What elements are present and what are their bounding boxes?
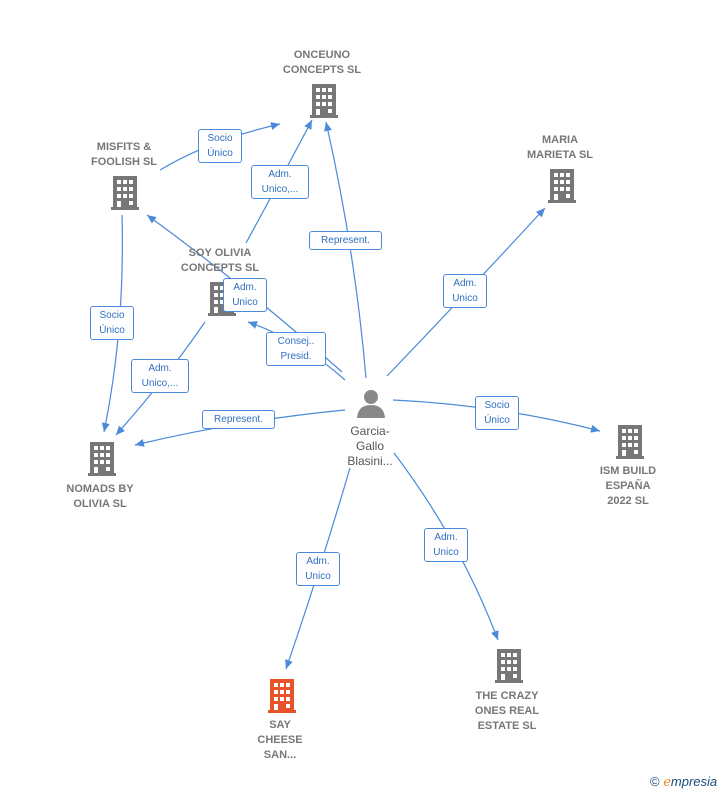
onceuno-line1: ONCEUNO	[293, 49, 351, 61]
edge-label-line: Adm.	[268, 169, 292, 180]
person-line3: Blasini...	[347, 454, 393, 468]
edge-label-person-soy-adm[interactable]: Adm. Unico	[223, 278, 267, 312]
building-icon[interactable]	[548, 169, 576, 203]
empresia-logo[interactable]: © empresia	[650, 774, 717, 790]
node-maria-label[interactable]: MARIA MARIETA SL	[500, 133, 620, 163]
edge-label-line: Adm.	[306, 556, 330, 567]
crazy-line3: ESTATE SL	[477, 720, 537, 732]
node-misfits-label[interactable]: MISFITS & FOOLISH SL	[64, 140, 184, 170]
edge-label-line: Unico,...	[141, 378, 179, 389]
edge-label-line: Adm.	[233, 282, 257, 293]
edge-label-soy-onceuno[interactable]: Adm. Unico,...	[251, 165, 309, 199]
brand-name: mpresia	[670, 774, 718, 789]
node-saycheese-label[interactable]: SAY CHEESE SAN...	[220, 718, 340, 763]
building-icon[interactable]	[88, 442, 116, 476]
edge-label-line: Único	[484, 415, 510, 426]
edge-person-onceuno	[324, 121, 367, 379]
edge-label-line: Consej..	[277, 336, 315, 347]
ism-line1: ISM BUILD	[599, 465, 657, 477]
edge-label-line: Unico	[452, 293, 478, 304]
edge-label-line: Socio	[207, 133, 233, 144]
edge-label-line: Socio	[484, 400, 510, 411]
building-icon[interactable]	[616, 425, 644, 459]
edge-label-line: Unico	[305, 571, 331, 582]
edge-label-line: Único	[207, 148, 233, 159]
edge-label-person-maria[interactable]: Adm. Unico	[443, 274, 487, 308]
onceuno-line2: CONCEPTS SL	[282, 64, 362, 76]
edge-label-line: Represent.	[214, 414, 263, 425]
edge-label-person-onceuno[interactable]: Represent.	[309, 231, 382, 250]
edge-label-person-saycheese[interactable]: Adm. Unico	[296, 552, 340, 586]
maria-line2: MARIETA SL	[527, 149, 593, 161]
person-line1: Garcia-	[350, 424, 390, 438]
maria-line1: MARIA	[541, 134, 579, 146]
edge-label-line: Unico	[232, 297, 258, 308]
building-icon[interactable]	[495, 649, 523, 683]
edge-label-line: Adm.	[148, 363, 172, 374]
saycheese-line1: SAY	[269, 719, 291, 731]
soyolivia-line2: CONCEPTS SL	[180, 262, 260, 274]
crazy-line2: ONES REAL	[474, 705, 540, 717]
edge-label-person-soy-consej[interactable]: Consej.. Presid.	[266, 332, 326, 366]
saycheese-line3: SAN...	[263, 749, 297, 761]
edge-label-line: Socio	[99, 310, 125, 321]
building-icon[interactable]	[310, 84, 338, 118]
brand-initial: e	[663, 775, 671, 790]
node-person-label[interactable]: Garcia- Gallo Blasini...	[310, 424, 430, 469]
misfits-line1: MISFITS &	[96, 141, 152, 153]
edge-label-line: Represent.	[321, 235, 370, 246]
edge-label-person-nomads[interactable]: Represent.	[202, 410, 275, 429]
edge-label-line: Unico	[433, 547, 459, 558]
person-line2: Gallo	[355, 439, 384, 453]
building-icon[interactable]	[111, 176, 139, 210]
saycheese-line2: CHEESE	[257, 734, 303, 746]
node-nomads-label[interactable]: NOMADS BY OLIVIA SL	[40, 482, 160, 512]
node-crazy-label[interactable]: THE CRAZY ONES REAL ESTATE SL	[447, 689, 567, 734]
edge-label-line: Único	[99, 325, 125, 336]
edge-label-person-ism[interactable]: Socio Único	[475, 396, 519, 430]
misfits-line2: FOOLISH SL	[91, 156, 157, 168]
edge-label-line: Unico,...	[261, 184, 299, 195]
edge-label-line: Presid.	[280, 351, 312, 362]
copyright-icon: ©	[650, 774, 660, 789]
node-ism-label[interactable]: ISM BUILD ESPAÑA 2022 SL	[568, 464, 688, 509]
edge-label-line: Adm.	[434, 532, 458, 543]
edge-label-line: Adm.	[453, 278, 477, 289]
crazy-line1: THE CRAZY	[475, 690, 539, 702]
building-highlight-icon[interactable]	[268, 679, 296, 713]
node-onceuno-label[interactable]: ONCEUNO CONCEPTS SL	[262, 48, 382, 78]
edge-label-person-crazy[interactable]: Adm. Unico	[424, 528, 468, 562]
nomads-line2: OLIVIA SL	[73, 498, 127, 510]
edge-label-misfits-onceuno[interactable]: Socio Único	[198, 129, 242, 163]
ism-line3: 2022 SL	[607, 495, 649, 507]
nomads-line1: NOMADS BY	[66, 483, 134, 495]
ism-line2: ESPAÑA	[605, 480, 651, 492]
edge-label-soy-nomads[interactable]: Adm. Unico,...	[131, 359, 189, 393]
edge-label-misfits-nomads[interactable]: Socio Único	[90, 306, 134, 340]
person-icon[interactable]	[356, 388, 386, 418]
node-soyolivia-label[interactable]: SOY OLIVIA CONCEPTS SL	[160, 246, 280, 276]
soyolivia-line1: SOY OLIVIA	[188, 247, 252, 259]
